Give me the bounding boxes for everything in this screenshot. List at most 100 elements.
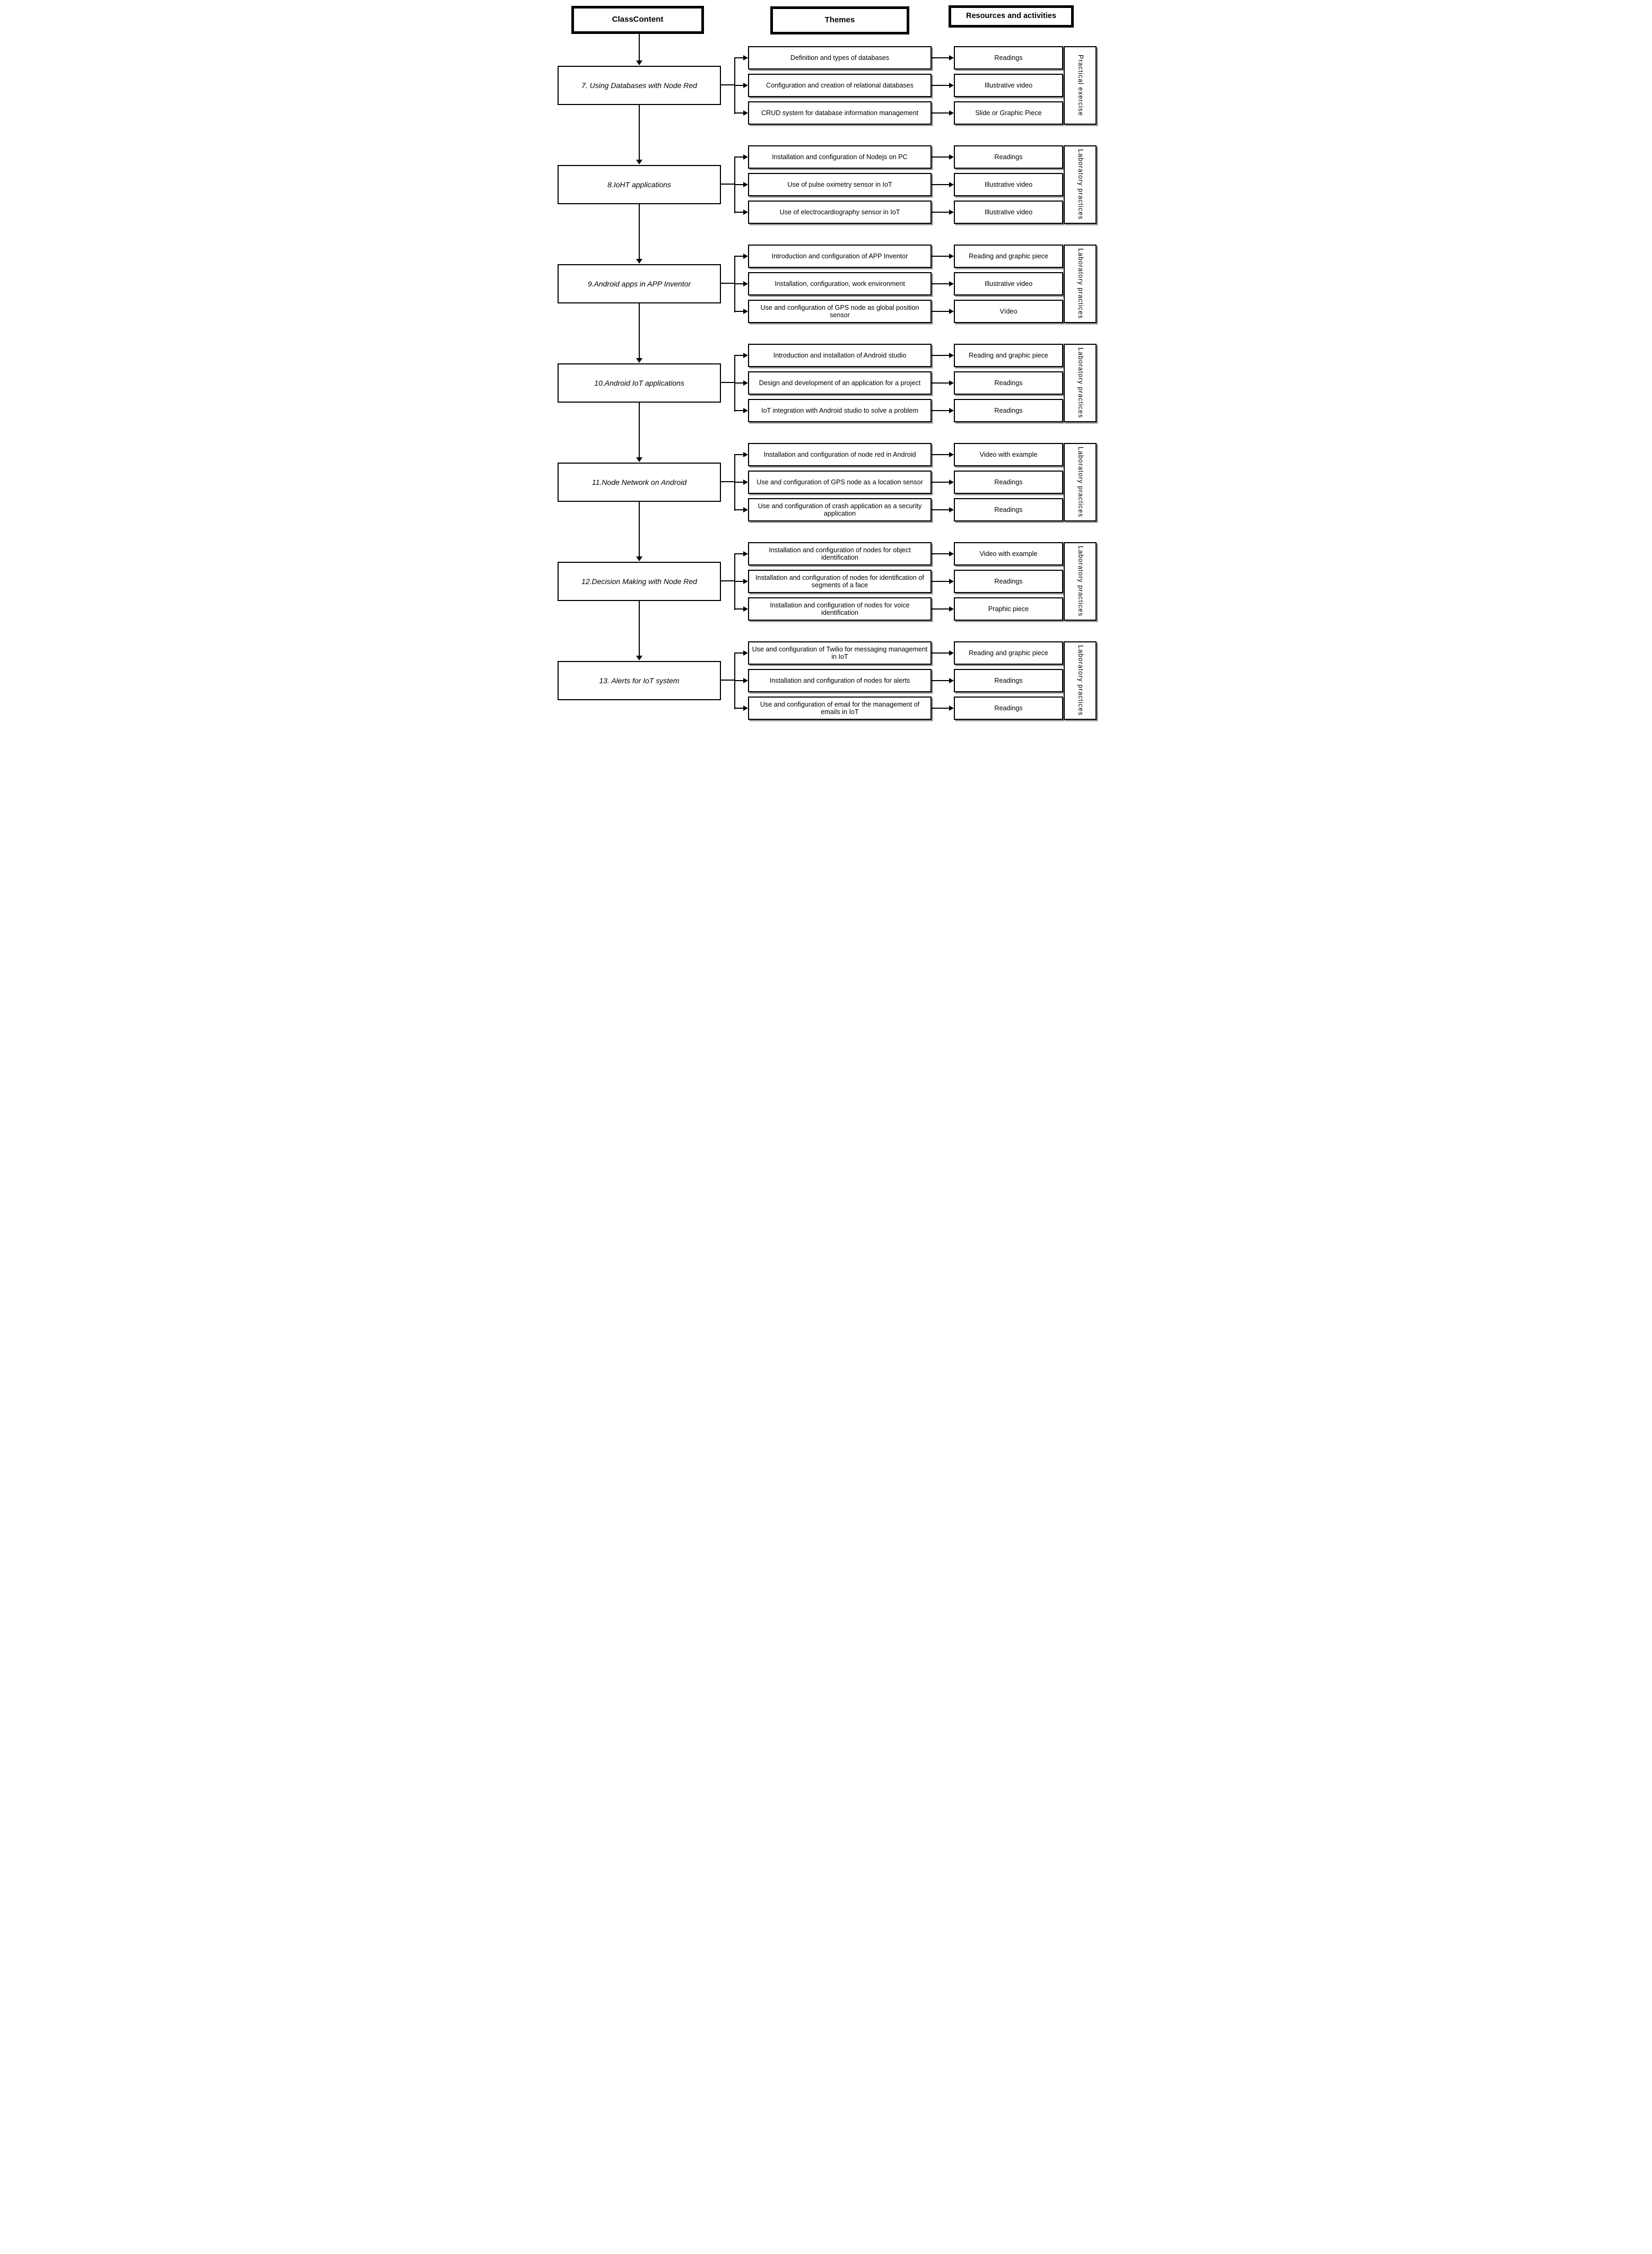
class-sequence-connector-line (639, 33, 640, 60)
theme-to-resource-line (932, 509, 949, 510)
class-sequence-connector-line (639, 303, 640, 358)
resource-box: Readings (954, 145, 1063, 169)
theme-to-resource-line (932, 256, 949, 257)
class-box: 9.Android apps in APP Inventor (558, 264, 721, 303)
branch-to-theme-line (735, 355, 743, 356)
right-arrow-icon (743, 254, 748, 259)
down-arrow-icon (636, 358, 642, 363)
resource-box: Reading and graphic piece (954, 245, 1063, 268)
class-row: 12.Decision Making with Node Red Install… (551, 502, 1101, 621)
theme-box: Use of electrocardiography sensor in IoT (748, 201, 932, 224)
activity-type-label: Laboratory practices (1064, 245, 1097, 323)
branch-to-theme-line (735, 553, 743, 554)
branch-to-theme-line (735, 85, 743, 86)
theme-to-resource-line (932, 382, 949, 384)
theme-box: Use and configuration of email for the m… (748, 697, 932, 720)
right-arrow-icon (743, 452, 748, 457)
right-arrow-icon (949, 650, 954, 656)
right-arrow-icon (949, 480, 954, 485)
right-arrow-icon (949, 579, 954, 584)
class-to-branch-line (721, 680, 735, 681)
theme-box: Configuration and creation of relational… (748, 74, 932, 97)
branch-to-theme-line (735, 256, 743, 257)
class-to-branch-line (721, 481, 735, 482)
header-themes: Themes (770, 6, 909, 34)
class-row: 8.IoHT applications Installation and con… (551, 105, 1101, 224)
theme-box: Introduction and configuration of APP In… (748, 245, 932, 268)
theme-to-resource-line (932, 680, 949, 681)
theme-box: Installation and configuration of nodes … (748, 597, 932, 621)
down-arrow-icon (636, 60, 642, 65)
theme-box: Definition and types of databases (748, 46, 932, 69)
class-to-branch-line (721, 283, 735, 284)
branch-to-theme-line (735, 454, 743, 455)
branch-to-theme-line (735, 652, 743, 654)
resource-box: Video with example (954, 443, 1063, 466)
branch-to-theme-line (735, 57, 743, 58)
right-arrow-icon (743, 281, 748, 286)
activity-type-label: Laboratory practices (1064, 145, 1097, 224)
right-arrow-icon (949, 706, 954, 711)
resource-box: Readings (954, 570, 1063, 593)
resource-box: Illustrative video (954, 201, 1063, 224)
branch-to-theme-line (735, 184, 743, 185)
theme-box: Installation and configuration of node r… (748, 443, 932, 466)
theme-box: Installation and configuration of nodes … (748, 570, 932, 593)
right-arrow-icon (949, 408, 954, 413)
right-arrow-icon (743, 579, 748, 584)
theme-to-resource-line (932, 355, 949, 356)
resource-box: Praphic piece (954, 597, 1063, 621)
class-box: 13. Alerts for IoT system (558, 661, 721, 700)
theme-to-resource-line (932, 482, 949, 483)
header-resources-activities: Resources and activities (949, 5, 1074, 28)
class-box: 8.IoHT applications (558, 165, 721, 204)
right-arrow-icon (949, 551, 954, 556)
theme-box: IoT integration with Android studio to s… (748, 399, 932, 422)
branch-to-theme-line (735, 311, 743, 312)
right-arrow-icon (743, 606, 748, 612)
theme-box: Installation and configuration of nodes … (748, 669, 932, 692)
theme-to-resource-line (932, 156, 949, 158)
resource-box: Slide or Graphic Piece (954, 101, 1063, 125)
right-arrow-icon (949, 154, 954, 160)
resource-box: Readings (954, 498, 1063, 521)
resource-box: Reading and graphic piece (954, 641, 1063, 665)
branch-to-theme-line (735, 382, 743, 384)
theme-box: Use and configuration of GPS node as glo… (748, 300, 932, 323)
theme-to-resource-line (932, 57, 949, 58)
header-class-content: ClassContent (571, 6, 704, 34)
theme-box: Installation, configuration, work enviro… (748, 272, 932, 295)
right-arrow-icon (949, 281, 954, 286)
resource-box: Readings (954, 399, 1063, 422)
down-arrow-icon (636, 656, 642, 660)
class-sequence-connector-line (639, 403, 640, 457)
theme-to-resource-line (932, 553, 949, 554)
right-arrow-icon (949, 110, 954, 116)
class-to-branch-line (721, 84, 735, 85)
class-row: 13. Alerts for IoT system Use and config… (551, 601, 1101, 720)
theme-box: Installation and configuration of Nodejs… (748, 145, 932, 169)
course-structure-diagram: ClassContent Themes Resources and activi… (551, 0, 1101, 751)
branch-to-theme-line (735, 608, 743, 610)
down-arrow-icon (636, 556, 642, 561)
branch-to-theme-line (735, 680, 743, 681)
right-arrow-icon (743, 83, 748, 88)
branch-to-theme-line (735, 482, 743, 483)
theme-to-resource-line (932, 652, 949, 654)
class-row: 7. Using Databases with Node Red Definit… (551, 33, 1101, 125)
class-sequence-connector-line (639, 204, 640, 259)
right-arrow-icon (949, 380, 954, 386)
theme-to-resource-line (932, 454, 949, 455)
right-arrow-icon (743, 353, 748, 358)
branch-to-theme-line (735, 708, 743, 709)
class-box: 10.Android IoT applications (558, 363, 721, 403)
activity-type-label: Laboratory practices (1064, 443, 1097, 521)
branch-to-theme-line (735, 283, 743, 284)
class-box: 7. Using Databases with Node Red (558, 66, 721, 105)
right-arrow-icon (949, 254, 954, 259)
class-box: 12.Decision Making with Node Red (558, 562, 721, 601)
class-to-branch-line (721, 580, 735, 581)
right-arrow-icon (743, 55, 748, 60)
right-arrow-icon (743, 706, 748, 711)
class-row: 10.Android IoT applications Introduction… (551, 303, 1101, 422)
